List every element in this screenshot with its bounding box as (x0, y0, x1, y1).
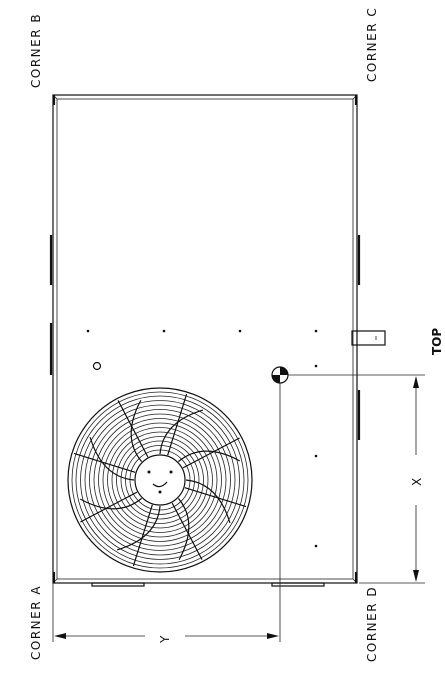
fan-blade (116, 505, 161, 551)
fan-grille-icon (67, 387, 253, 573)
dimension-x: X (288, 374, 425, 584)
service-port-icon (92, 361, 102, 371)
fan-blade (178, 450, 241, 463)
fan-blade (185, 479, 231, 524)
top-label: TOP (430, 328, 444, 355)
corner-a-label: CORNER A (29, 585, 43, 660)
mounting-hole (86, 329, 90, 333)
fan-grille-ring (107, 427, 213, 533)
dimension-y-label: Y (158, 634, 172, 644)
fan-blade (89, 436, 135, 481)
fan-grille-ring (111, 431, 209, 529)
fan-grille-ring (120, 440, 200, 520)
fan-grille-spoke (184, 487, 247, 508)
fan-grille-spoke (80, 491, 138, 523)
corner-c-label: CORNER C (365, 7, 379, 82)
cabinet-outline (49, 94, 361, 587)
fan-grille-spoke (167, 393, 188, 456)
mounting-hole (314, 454, 318, 458)
fan-grille-ring (75, 395, 245, 565)
fan-blade (79, 497, 142, 510)
dimension-y: Y (52, 383, 281, 644)
fan-grille-ring (125, 445, 195, 515)
mounting-holes (86, 329, 318, 548)
fan-grille-spoke (132, 504, 153, 567)
fan-grille-spoke (73, 452, 136, 473)
fan-grille-ring (98, 418, 222, 542)
corner-b-label: CORNER B (29, 13, 43, 88)
fan-grille-ring (93, 413, 227, 547)
fan-grille-spoke (182, 437, 240, 469)
fan-grille-ring (80, 400, 240, 560)
fan-blade (130, 399, 143, 462)
fan-grille-spoke (117, 400, 149, 458)
fan-blade (177, 498, 190, 561)
fan-grille-spoke (171, 502, 203, 560)
fan-grille-ring (102, 422, 218, 538)
corner-d-label: CORNER D (365, 586, 379, 662)
mounting-hole (162, 329, 166, 333)
fan-grille-ring (84, 404, 236, 556)
mounting-hole (314, 364, 318, 368)
mounting-hole (314, 544, 318, 548)
fan-blade (159, 409, 204, 455)
center-of-gravity-symbol (271, 366, 289, 384)
fan-grille-ring (116, 436, 204, 524)
fan-grille-ring (89, 409, 231, 551)
mounting-hole (314, 329, 318, 333)
top-tab (351, 330, 386, 346)
dimension-x-label: X (410, 476, 424, 486)
mounting-hole (238, 329, 242, 333)
